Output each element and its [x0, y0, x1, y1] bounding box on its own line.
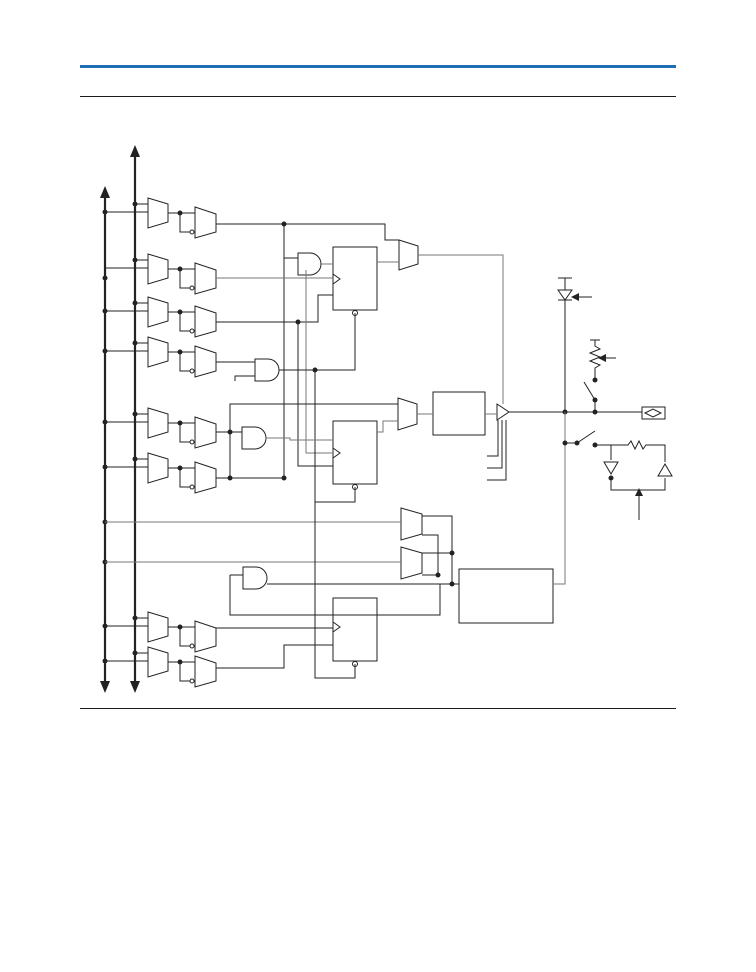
output-mux-1 — [398, 239, 419, 271]
input-mux-pair — [105, 407, 217, 449]
figure-bottom-rule — [80, 708, 676, 709]
and-gate-2 — [254, 358, 280, 382]
input-mux-pair — [105, 646, 217, 688]
input-mux-pair — [105, 296, 217, 338]
and-gate-4 — [242, 566, 268, 590]
input-mux-pair — [105, 611, 217, 653]
input-path-box — [458, 568, 554, 624]
and-gates — [241, 252, 322, 590]
and-gate-1 — [297, 252, 322, 276]
input-mux-rows — [102, 197, 217, 688]
output-muxes — [397, 239, 423, 580]
input-mux-pair — [105, 452, 217, 494]
io-pad-elements — [557, 277, 673, 520]
bus-lines — [100, 145, 140, 693]
oe-mux-1 — [400, 507, 423, 541]
pin-pad — [641, 406, 666, 420]
output-delay-box — [432, 391, 486, 436]
output-buffer — [496, 403, 510, 421]
input-mux-pair — [105, 253, 217, 295]
register-3 — [332, 597, 378, 662]
figure-top-rule — [80, 96, 676, 97]
wiring — [105, 221, 665, 679]
header-rule — [80, 65, 676, 68]
output-mux-2 — [397, 397, 418, 431]
and-gate-3 — [241, 426, 267, 450]
registers — [332, 246, 378, 667]
input-mux-pair — [105, 197, 217, 239]
input-mux-pair — [105, 336, 217, 378]
oe-mux-2 — [400, 546, 423, 580]
